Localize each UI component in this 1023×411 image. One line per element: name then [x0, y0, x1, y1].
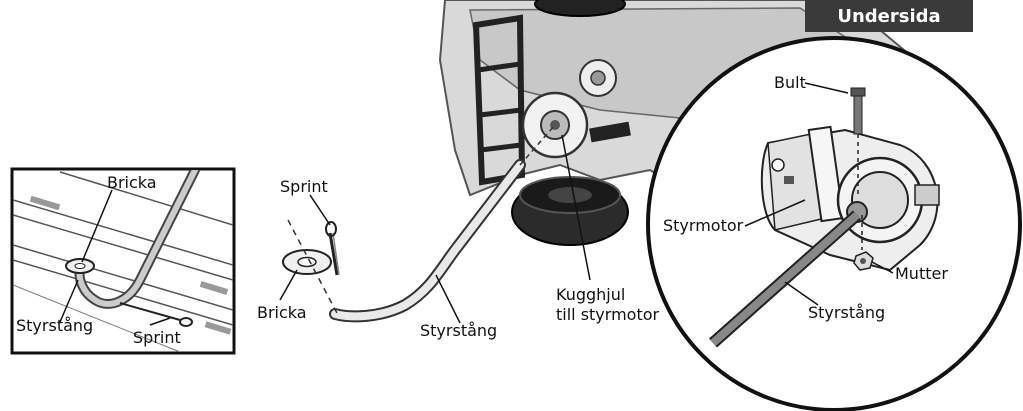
inset-washer-leader — [81, 189, 113, 263]
washer-leader — [279, 269, 298, 301]
inset-pin-leader — [149, 317, 171, 326]
inset-label-rod: Styrstång — [16, 316, 93, 335]
label-detail-rod: Styrstång — [808, 303, 885, 322]
gear-leader — [561, 134, 591, 281]
inset-rod-leader — [59, 279, 79, 323]
label-bolt: Bult — [774, 73, 806, 92]
nut-leader — [871, 261, 894, 274]
header-title: Undersida — [837, 6, 940, 27]
pin-leader — [309, 194, 331, 226]
steering-rod — [329, 159, 526, 323]
cotter-pin-part — [325, 221, 340, 276]
label-gear-line2: till styrmotor — [556, 305, 660, 324]
washer-part — [282, 249, 332, 275]
inset-label-washer: Bricka — [107, 173, 157, 192]
detail-circle — [646, 36, 1022, 411]
inset-label-pin: Sprint — [133, 328, 181, 347]
label-nut: Mutter — [895, 264, 948, 283]
label-gear-line1: Kugghjul — [556, 285, 625, 304]
detail-rod-leader — [784, 281, 819, 306]
label-washer: Bricka — [257, 303, 307, 322]
label-rod: Styrstång — [420, 321, 497, 340]
label-motor: Styrmotor — [663, 216, 744, 235]
inset-box: Bricka Styrstång Sprint — [10, 167, 236, 355]
pin-alignment-line — [287, 219, 339, 316]
label-pin: Sprint — [280, 177, 328, 196]
motor-leader — [744, 199, 806, 227]
header-tag: Undersida — [805, 0, 973, 32]
bolt-leader — [804, 82, 849, 94]
rod-leader — [435, 274, 461, 324]
